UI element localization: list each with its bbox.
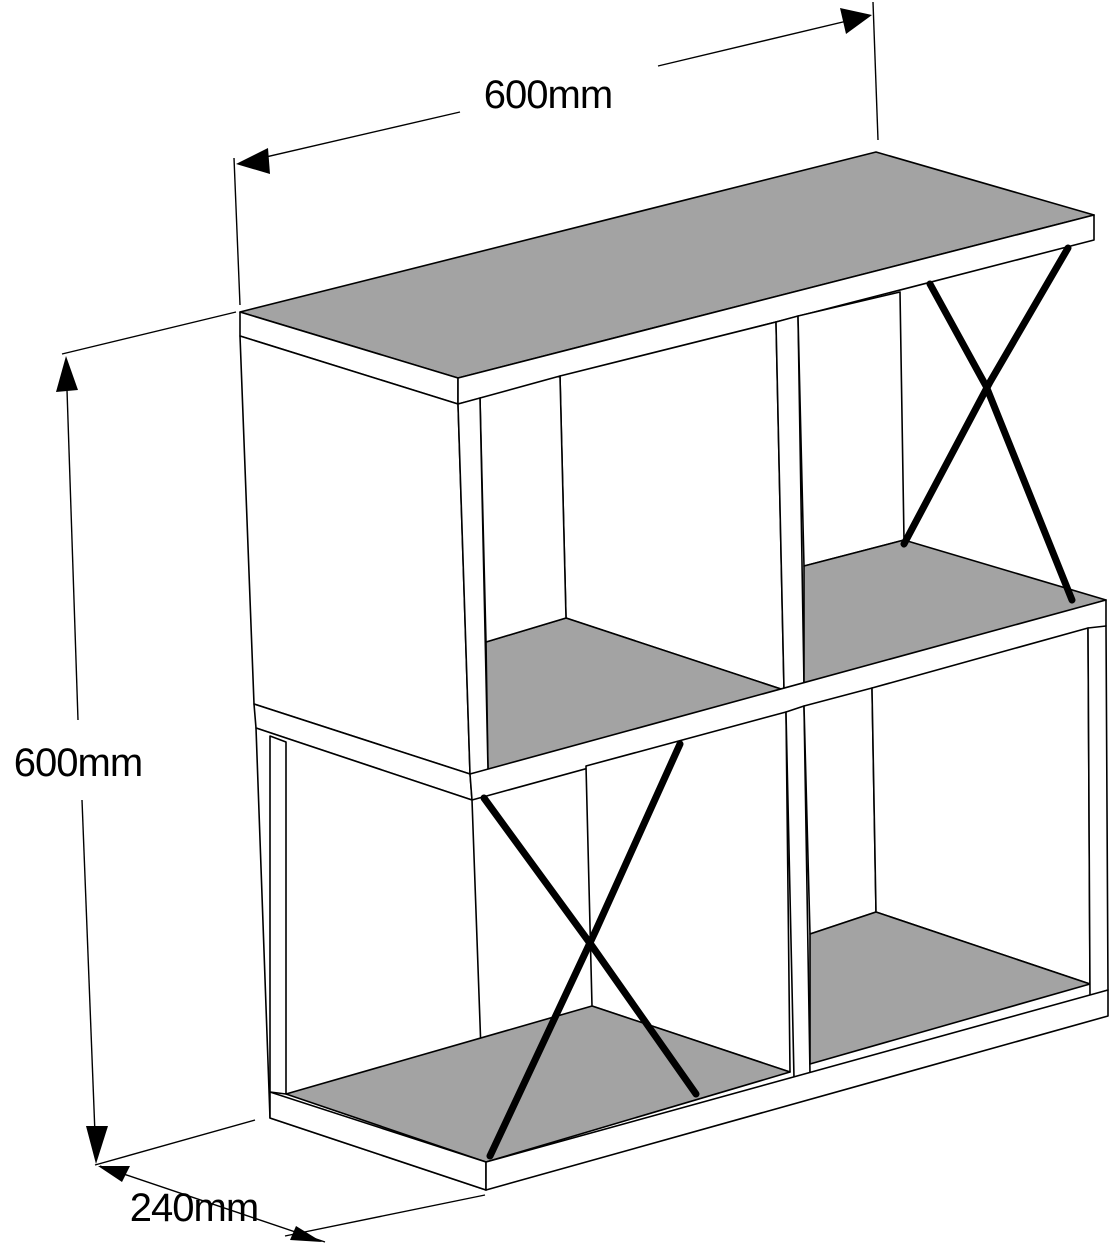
upper-x-rod-bar-a [926, 280, 1076, 604]
width-extension-left [233, 157, 241, 306]
width-arrow-right [840, 8, 872, 34]
depth-arrow-front [290, 1226, 322, 1242]
depth-label: 240mm [130, 1186, 258, 1230]
width-dimension: 600mm [233, 1, 879, 306]
shelf-unit [239, 151, 1109, 1191]
width-extension-right [872, 1, 879, 141]
lower-x-rod-bar-b [486, 740, 684, 1160]
depth-arrow-back [98, 1166, 130, 1182]
bottom-board-side-edge [485, 989, 1109, 1191]
width-dimension-line-right [657, 15, 869, 67]
upper-x-rod-bar-b [900, 244, 1072, 548]
width-arrow-left [236, 148, 270, 174]
height-extension-top [61, 311, 237, 355]
height-arrow-bottom [86, 1126, 108, 1164]
upper-right-back-panel [797, 291, 905, 567]
height-dimension-line-top [65, 359, 79, 721]
lower-left-inner-side [269, 735, 287, 1095]
right-side-panel-edge [1087, 625, 1109, 997]
height-extension-bottom [94, 1119, 256, 1166]
width-dimension-line-left [239, 111, 461, 164]
depth-extension-front [284, 1194, 486, 1237]
height-label: 600mm [14, 741, 142, 785]
upper-left-opening-void [479, 375, 567, 643]
height-arrow-top [56, 356, 78, 392]
height-dimension: 600mm [14, 311, 256, 1166]
lower-x-rod [480, 740, 700, 1160]
lower-right-opening-void [803, 687, 877, 935]
upper-x-rod [900, 244, 1076, 604]
depth-dimension: 240mm [98, 1165, 486, 1243]
height-dimension-line-bottom [81, 799, 97, 1161]
upper-left-side-panel [239, 335, 471, 775]
width-label: 600mm [484, 73, 612, 117]
depth-dimension-line [99, 1165, 326, 1243]
top-board-side-edge [457, 214, 1095, 405]
